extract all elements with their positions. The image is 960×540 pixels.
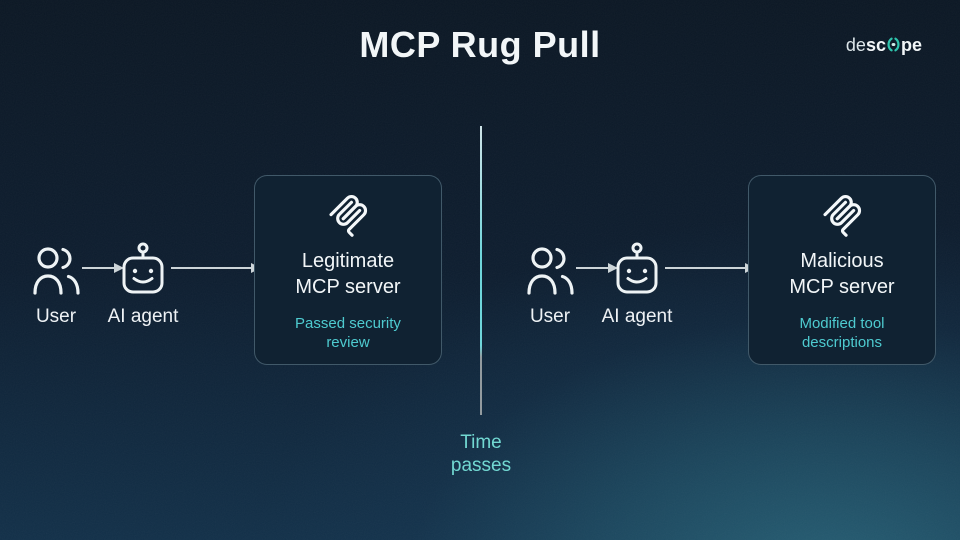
users-icon [32,245,82,297]
server-name-line2: MCP server [295,276,401,298]
user-label: User [35,306,77,327]
arrow-user-to-agent [576,262,618,273]
mcp-logo-icon [325,191,372,238]
server-name: Legitimate MCP server [295,248,400,300]
arrow-agent-to-server [665,262,755,273]
arrow-user-to-agent [82,262,124,273]
server-name-line2: MCP server [789,276,895,298]
page-title: MCP Rug Pull [359,24,601,65]
arrow-agent-to-server [171,262,261,273]
user-label: User [529,306,571,327]
ai-agent-label: AI agent [107,306,179,327]
brand-text-de: de [845,35,866,55]
robot-icon [117,241,169,299]
time-label-line1: Time [460,432,502,453]
server-note: Passed security review [295,314,401,352]
server-note-line2: descriptions [801,334,883,351]
time-passes-label: Time passes [411,431,551,477]
panel-after: User AI agent Malicious MCP server Modif… [494,0,960,540]
server-note-line1: Modified tool [799,315,885,332]
panel-before: User AI agent Legitimate MCP server Pass… [0,0,466,540]
mcp-logo-icon [819,191,866,238]
robot-icon [611,241,663,299]
server-note: Modified tool descriptions [799,314,884,352]
server-note-line2: review [326,334,370,351]
time-label-line2: passes [450,455,512,476]
descope-lens-icon [887,36,900,53]
ai-agent-label: AI agent [601,306,673,327]
server-note-line1: Passed security [295,315,401,332]
server-name-line1: Malicious [800,250,884,272]
malicious-server-card: Malicious MCP server Modified tool descr… [748,175,936,365]
brand-text-pe: pe [900,35,922,55]
server-name-line1: Legitimate [301,250,395,272]
legitimate-server-card: Legitimate MCP server Passed security re… [254,175,442,365]
timeline-divider [480,126,482,415]
server-name: Malicious MCP server [789,248,894,300]
brand-text-sc: sc [865,35,886,55]
users-icon [526,245,576,297]
